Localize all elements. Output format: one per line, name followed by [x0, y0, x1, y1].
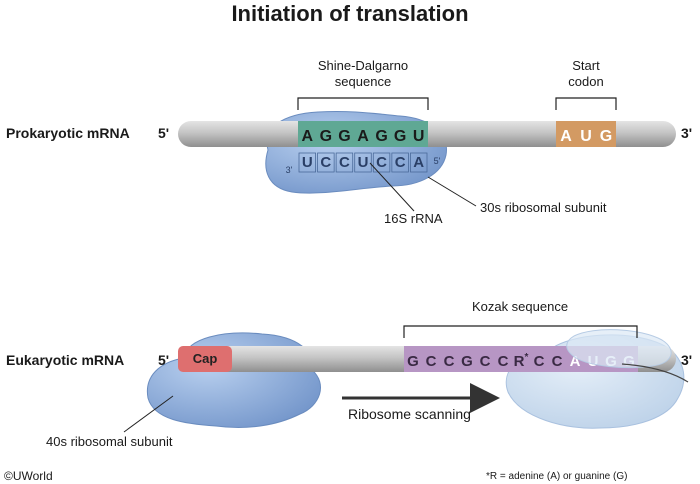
rrna-nucleotide-box	[410, 152, 428, 173]
shine-dalgarno-label-line2: sequence	[334, 74, 392, 89]
30s-subunit-label: 30s ribosomal subunit	[480, 200, 607, 215]
sd-nucleotide: A	[302, 128, 314, 145]
rrna-nucleotide: C	[395, 154, 406, 171]
kozak-nucleotide: G	[461, 353, 473, 370]
rrna-nucleotide-box	[391, 152, 409, 173]
shine-dalgarno-bracket	[297, 97, 429, 110]
shine-dalgarno-label: Shine-Dalgarno sequence	[283, 58, 443, 90]
kozak-nucleotide: A	[570, 353, 581, 370]
rrna-5-prime: 5'	[434, 156, 441, 166]
start-codon-label: Start codon	[546, 58, 626, 90]
shine-dalgarno-box	[298, 121, 428, 147]
rrna-nucleotide: U	[302, 154, 313, 171]
rrna-nucleotide: C	[320, 154, 331, 171]
kozak-nucleotide: C	[498, 353, 509, 370]
rrna-nucleotide: A	[413, 154, 424, 171]
eukaryotic-5-prime: 5'	[158, 352, 170, 368]
sd-nucleotide: G	[394, 128, 406, 145]
start-codon-label-line1: Start	[572, 58, 600, 73]
rrna-nucleotide-box	[354, 152, 372, 173]
prokaryotic-3-prime: 3'	[681, 125, 693, 141]
sd-nucleotide: U	[413, 128, 425, 145]
30s-subunit-pointer	[427, 176, 477, 207]
cap-label: Cap	[192, 351, 218, 366]
start-codon-label-line2: codon	[568, 74, 604, 89]
rrna-nucleotide: C	[376, 154, 387, 171]
40s-subunit-label: 40s ribosomal subunit	[46, 434, 173, 449]
eukaryotic-row-label: Eukaryotic mRNA	[6, 352, 125, 368]
rrna-nucleotide: U	[358, 154, 369, 171]
rrna-nucleotide-box	[298, 152, 316, 173]
start-nucleotide: U	[580, 128, 592, 145]
prokaryotic-5-prime: 5'	[158, 125, 170, 141]
ribosome-scanning-label: Ribosome scanning	[348, 406, 471, 422]
kozak-bracket	[403, 325, 638, 338]
kozak-nucleotide: C	[534, 353, 545, 370]
copyright: ©UWorld	[4, 469, 53, 483]
kozak-label: Kozak sequence	[471, 299, 569, 314]
start-nucleotide: A	[560, 128, 572, 145]
eukaryotic-3-prime: 3'	[681, 352, 693, 368]
start-codon-bracket	[555, 97, 617, 110]
rrna-nucleotide-box	[317, 152, 335, 173]
prokaryotic-row-label: Prokaryotic mRNA	[6, 125, 130, 141]
page-title: Initiation of translation	[231, 1, 469, 26]
rrna-nucleotide: C	[339, 154, 350, 171]
start-codon-box	[556, 121, 616, 147]
kozak-nucleotide: C	[480, 353, 491, 370]
rrna-3-prime: 3'	[286, 165, 293, 175]
16s-rrna-label: 16S rRNA	[384, 211, 443, 226]
kozak-nucleotide: C	[552, 353, 563, 370]
kozak-nucleotide: C	[444, 353, 455, 370]
ribosome-faded-small	[566, 329, 672, 369]
sd-nucleotide: A	[357, 128, 369, 145]
kozak-nucleotide: C	[426, 353, 437, 370]
sd-nucleotide: G	[338, 128, 350, 145]
rrna-nucleotide-box	[335, 152, 354, 173]
start-nucleotide: G	[600, 128, 612, 145]
sd-nucleotide: G	[375, 128, 387, 145]
mrna-exit-line	[621, 363, 689, 383]
40s-subunit-pointer	[123, 395, 174, 433]
rrna-nucleotide-box	[372, 152, 391, 173]
kozak-nucleotide: G	[407, 353, 419, 370]
footnote: *R = adenine (A) or guanine (G)	[486, 471, 628, 482]
shine-dalgarno-label-line1: Shine-Dalgarno	[317, 58, 409, 73]
sd-nucleotide: G	[320, 128, 332, 145]
16s-rrna-pointer	[369, 162, 415, 212]
cap-box	[178, 346, 232, 372]
